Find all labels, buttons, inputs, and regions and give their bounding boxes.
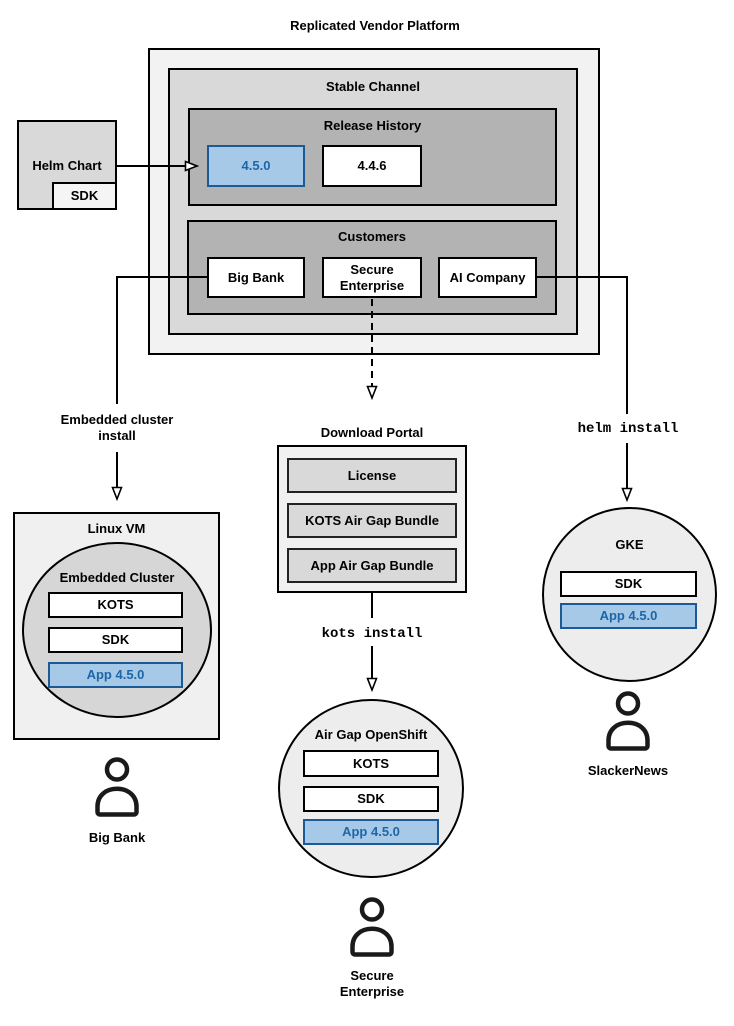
helm-user-label: SlackerNews [587,763,669,778]
person-icon [95,757,139,817]
linux-vm-label: Linux VM [87,521,146,536]
embedded-cluster-label: Embedded Cluster [59,570,175,585]
customer-secure-enterprise: Secure Enterprise [322,257,422,298]
customer-ai-company: AI Company [438,257,537,298]
portal-license-box: License [287,458,457,493]
embedded-user-label: Big Bank [88,830,146,845]
release-history-label: Release History [323,118,422,133]
embedded-sdk-box: SDK [48,627,183,653]
gke-sdk-box: SDK [560,571,697,597]
airgap-kots-box: KOTS [303,750,439,777]
gke-label: GKE [615,537,644,552]
embedded-app-box: App 4.5.0 [48,662,183,688]
helm-chart-sdk-box: SDK [52,182,117,210]
airgap-app-box: App 4.5.0 [303,819,439,845]
gke-app-box: App 4.5.0 [560,603,697,629]
person-icon [350,897,394,957]
airgap-user-label: Secure Enterprise [339,968,405,1000]
airgap-openshift-label: Air Gap OpenShift [314,727,428,742]
embedded-install-label: Embedded cluster install [60,412,174,444]
kots-install-label: kots install [321,626,423,642]
release-version-446: 4.4.6 [322,145,422,187]
diagram-title: Replicated Vendor Platform [290,18,460,33]
download-portal-label: Download Portal [320,425,424,440]
embedded-kots-box: KOTS [48,592,183,618]
portal-app-bundle-box: App Air Gap Bundle [287,548,457,583]
person-icon [606,691,650,751]
helm-install-label: helm install [577,421,679,437]
customers-label: Customers [338,229,406,244]
customer-big-bank: Big Bank [207,257,305,298]
airgap-sdk-box: SDK [303,786,439,812]
helm-chart-label: Helm Chart [32,158,102,173]
stable-channel-label: Stable Channel [326,79,420,94]
release-version-450: 4.5.0 [207,145,305,187]
portal-kots-bundle-box: KOTS Air Gap Bundle [287,503,457,538]
